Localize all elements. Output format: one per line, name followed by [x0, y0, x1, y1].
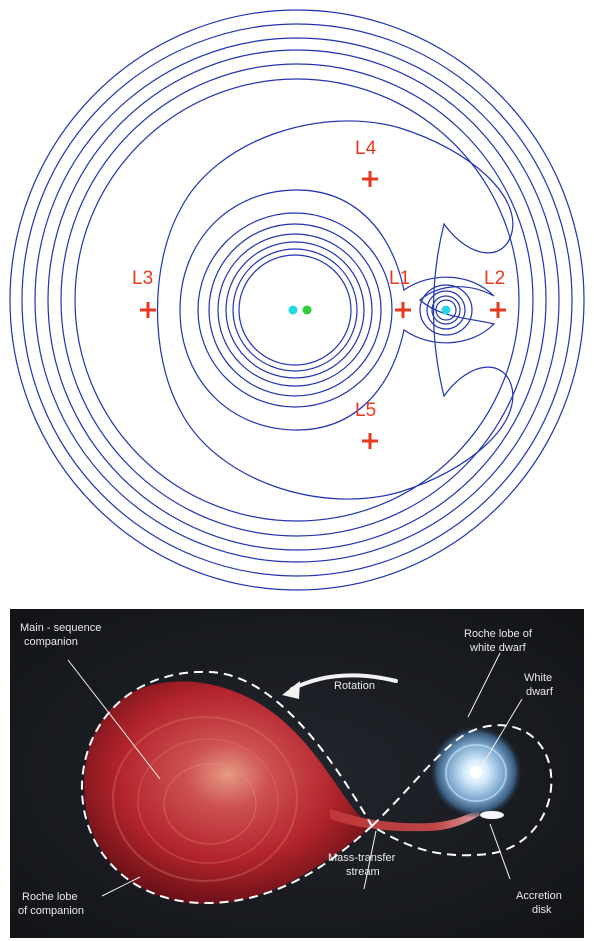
lagrange-label-l1: L1 [389, 268, 410, 289]
lagrange-label-l4: L4 [355, 138, 377, 159]
primary-contour-1 [197, 212, 393, 408]
secondary-contour-2 [426, 290, 466, 330]
lagrange-point-l1: L1 [389, 268, 411, 318]
label-stream-line1: Mass-transfer [328, 852, 396, 864]
lagrange-point-l2: L2 [484, 268, 506, 318]
secondary-contour-4 [435, 299, 457, 321]
outer-contour-5 [60, 63, 534, 537]
primary-contour-4 [225, 241, 365, 379]
roche-lobe-outline [80, 670, 553, 905]
leader-companion-lobe [101, 876, 141, 897]
lagrange-label-l3: L3 [132, 268, 153, 289]
rotation-arrow [290, 673, 398, 691]
secondary-contour-1 [419, 284, 473, 336]
horseshoe-contour-outer [157, 120, 514, 500]
hot-spot [480, 811, 504, 819]
equipotential-contours [9, 9, 585, 591]
binary-system-illustration: Main - sequence companion Rotation Roche… [0, 606, 594, 941]
rotation-arrowhead [282, 681, 300, 699]
lagrange-point-l3: L3 [132, 268, 156, 318]
leader-wd-lobe [467, 652, 501, 718]
leader-companion [67, 659, 161, 780]
lagrange-point-l4: L4 [355, 138, 378, 187]
label-stream-line2: stream [346, 866, 380, 878]
label-companion-line2: companion [24, 636, 78, 648]
companion-star [84, 681, 371, 905]
primary-contour-3 [217, 233, 373, 387]
label-wd-lobe-line1: Roche lobe of [464, 628, 533, 640]
illustration-panel: Main - sequence companion Rotation Roche… [10, 609, 584, 938]
outer-contour-6 [74, 78, 520, 522]
companion-surface-bands [112, 716, 298, 882]
white-dwarf-core [470, 766, 482, 778]
lagrange-label-l2: L2 [484, 268, 505, 289]
label-companion-lobe-line1: Roche lobe [22, 891, 78, 903]
primary-contour-6 [238, 254, 352, 366]
label-companion-line1: Main - sequence [20, 622, 101, 634]
illustration-svg: Main - sequence companion Rotation Roche… [10, 609, 584, 938]
primary-contour-5 [232, 248, 358, 372]
label-companion-lobe-line2: of companion [18, 905, 84, 917]
secondary-star-dot [441, 305, 451, 315]
outer-contour-2 [21, 23, 573, 577]
secondary-contour-3 [431, 295, 461, 325]
roche-contour-plot: L4 L3 L1 L2 L5 [9, 9, 585, 591]
label-rotation: Rotation [334, 680, 375, 692]
leader-white-dwarf [479, 698, 523, 770]
label-wd-lobe-line2: white dwarf [469, 642, 527, 654]
label-white-dwarf-line1: White [524, 672, 552, 684]
outer-contour-1 [9, 9, 585, 591]
lagrange-label-l5: L5 [355, 400, 376, 421]
mass-transfer-stream [330, 809, 480, 832]
accretion-disk-ring [445, 744, 507, 802]
label-accretion-line1: Accretion [516, 890, 562, 902]
label-white-dwarf-line2: dwarf [526, 686, 554, 698]
label-accretion-line2: disk [532, 904, 552, 916]
leader-stream [363, 830, 377, 890]
leader-accretion [489, 823, 511, 880]
outer-contour-4 [47, 49, 547, 551]
lagrange-point-l5: L5 [355, 400, 378, 449]
roche-potential-diagram: L4 L3 L1 L2 L5 [9, 9, 585, 591]
primary-contour-2 [208, 223, 382, 397]
primary-star-dot [288, 305, 298, 315]
center-of-mass-dot [302, 305, 312, 315]
roche-lobe-contour [179, 189, 496, 431]
outer-contour-3 [34, 37, 560, 563]
